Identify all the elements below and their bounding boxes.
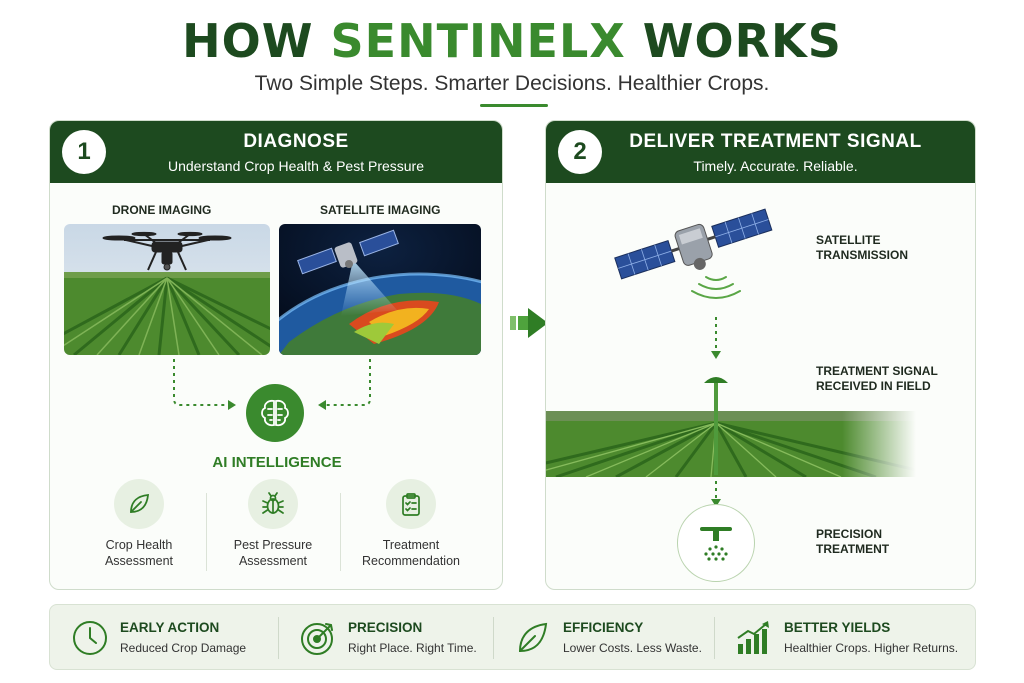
clipboard-check-icon — [386, 479, 436, 529]
step-1-heading: DIAGNOSE — [243, 131, 349, 152]
bug-icon — [248, 479, 298, 529]
benefit-sub: Right Place. Right Time. — [348, 641, 477, 655]
leaf-icon — [518, 622, 548, 653]
growth-chart-icon — [737, 621, 769, 654]
satellite-icon — [614, 208, 773, 280]
target-icon — [301, 623, 333, 655]
field-photo — [546, 411, 916, 477]
label-line: PRECISION — [816, 527, 883, 541]
signal-receiver-icon — [704, 377, 728, 475]
clock-icon — [73, 621, 107, 655]
step-1-panel: 1 DIAGNOSE Understand Crop Health & Pest… — [49, 120, 503, 590]
benefit-title: EFFICIENCY — [563, 620, 644, 635]
step-2-panel: 2 DELIVER TREATMENT SIGNAL Timely. Accur… — [545, 120, 976, 590]
divider — [340, 493, 341, 571]
label-line: SATELLITE — [816, 233, 881, 247]
label-line: RECEIVED IN FIELD — [816, 379, 931, 393]
step-2-heading: DELIVER TREATMENT SIGNAL — [629, 131, 922, 152]
step-2-header: 2 DELIVER TREATMENT SIGNAL Timely. Accur… — [546, 121, 975, 183]
title-prefix: HOW — [182, 14, 331, 68]
label-line: TRANSMISSION — [816, 248, 909, 262]
leaf-icon — [114, 479, 164, 529]
benefit-sub: Healthier Crops. Higher Returns. — [784, 641, 959, 655]
satellite-imaging-label: SATELLITE IMAGING — [320, 203, 441, 217]
sprayer-icon — [677, 504, 755, 582]
satellite-imaging-photo — [279, 224, 481, 355]
benefit-title: EARLY ACTION — [120, 620, 220, 635]
benefits-bar: EARLY ACTION Reduced Crop Damage PRECISI… — [49, 604, 976, 670]
treatment-recommendation-line2: Recommendation — [362, 554, 460, 568]
step-2-subheading: Timely. Accurate. Reliable. — [693, 158, 858, 174]
signal-flow-arrows — [711, 317, 721, 507]
next-step-arrow-icon — [510, 308, 548, 338]
step-1-subheading: Understand Crop Health & Pest Pressure — [167, 158, 424, 174]
drone-imaging-label: DRONE IMAGING — [112, 203, 212, 217]
benefit-sub: Reduced Crop Damage — [120, 641, 247, 655]
title-underline — [480, 104, 548, 107]
pest-pressure-line2: Assessment — [238, 554, 308, 568]
step-1-header: 1 DIAGNOSE Understand Crop Health & Pest… — [50, 121, 502, 183]
step-1-number: 1 — [62, 130, 106, 174]
page-subtitle: Two Simple Steps. Smarter Decisions. Hea… — [254, 72, 770, 95]
drone-imaging-photo — [64, 224, 270, 355]
signal-waves-icon — [691, 276, 741, 299]
benefit-title: BETTER YIELDS — [784, 620, 891, 635]
benefit-title: PRECISION — [348, 620, 423, 635]
ai-brain-icon — [246, 384, 304, 442]
divider — [714, 617, 715, 659]
benefit-sub: Lower Costs. Less Waste. — [563, 641, 702, 655]
label-line: TREATMENT — [816, 542, 890, 556]
divider — [493, 617, 494, 659]
crop-health-line1: Crop Health — [105, 538, 173, 552]
flow-arrows — [173, 359, 371, 410]
treatment-recommendation-line1: Treatment — [382, 538, 440, 552]
page-title: HOW SENTINELX WORKS — [0, 14, 1024, 68]
pest-pressure-line1: Pest Pressure — [233, 538, 313, 552]
label-line: TREATMENT SIGNAL — [816, 364, 938, 378]
title-brand: SENTINELX — [330, 14, 626, 68]
title-suffix: WORKS — [625, 14, 842, 68]
crop-health-line2: Assessment — [104, 554, 174, 568]
ai-intelligence-label: AI INTELLIGENCE — [212, 454, 342, 471]
divider — [278, 617, 279, 659]
step-2-number: 2 — [558, 130, 602, 174]
divider — [206, 493, 207, 571]
